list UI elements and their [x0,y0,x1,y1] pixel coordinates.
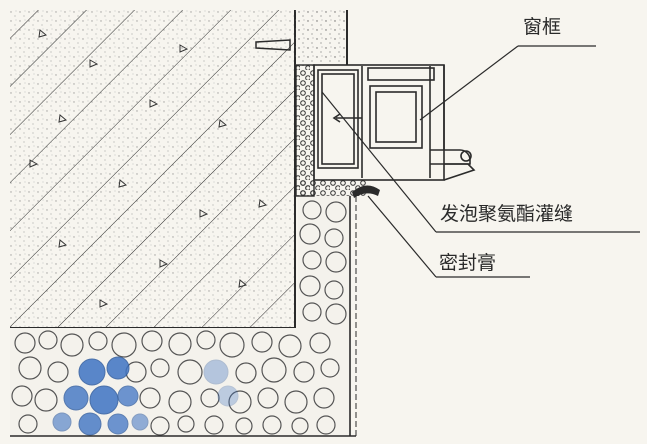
finish-lines [10,196,357,437]
plaster-strip [255,10,348,65]
concrete-wall [10,10,296,329]
foam-joint [295,64,366,197]
label-sealant: 密封膏 [439,252,497,274]
pebble-fill [10,196,350,436]
sealant-bead [352,185,380,198]
leader-lines [321,45,640,278]
window-frame-profile [313,64,476,181]
label-foam-fill: 发泡聚氨酯灌缝 [440,203,574,225]
blue-highlight-pebbles [52,356,239,436]
label-window-frame: 窗框 [523,16,562,38]
